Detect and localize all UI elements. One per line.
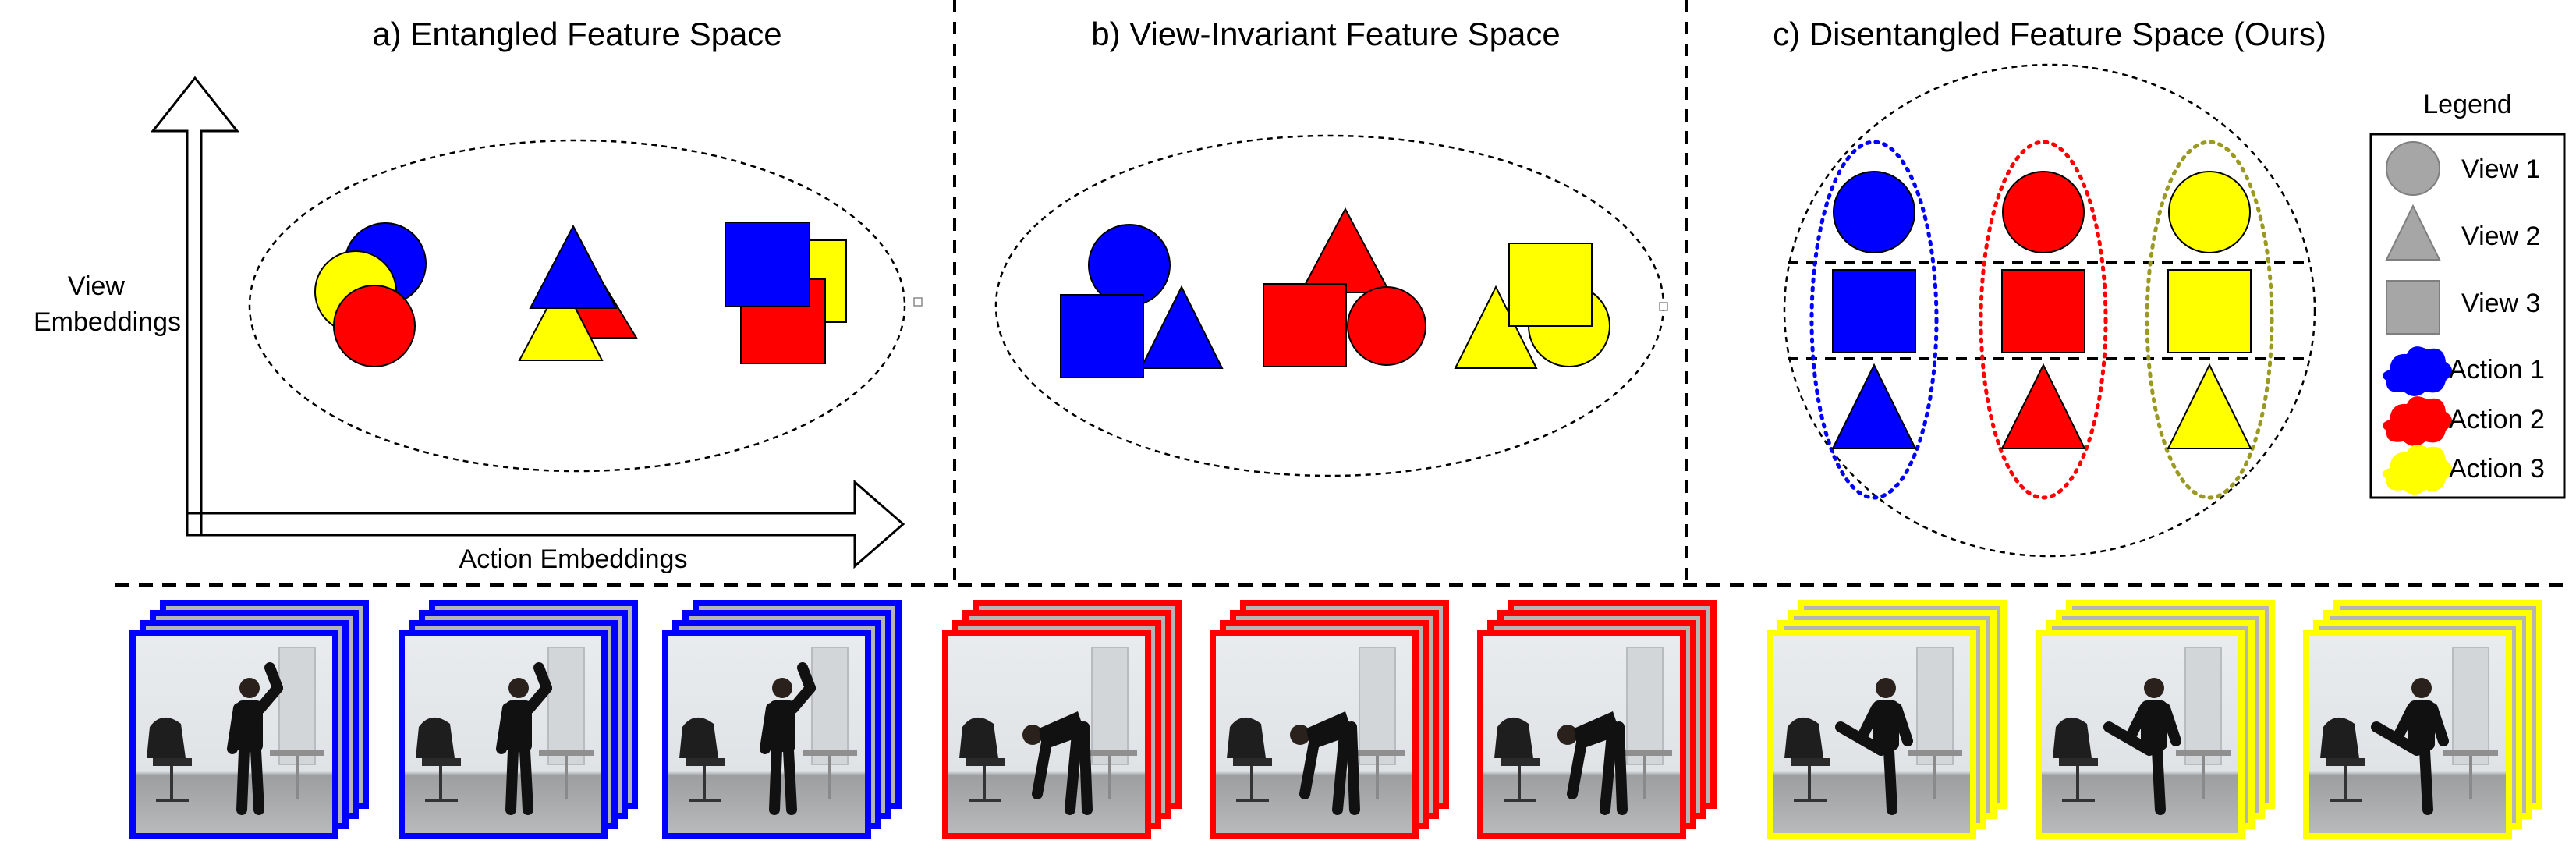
video-frame [399, 630, 608, 839]
entangled-circles [314, 222, 427, 367]
legend-action-3-label: Action 3 [2449, 454, 2545, 484]
entangled-squares [725, 222, 847, 364]
action-2-column-boundary [1979, 140, 2108, 500]
frame-stack [1477, 600, 1717, 839]
square-action-2 [2001, 269, 2085, 353]
video-frame [942, 630, 1151, 839]
video-frame-stacks [129, 600, 2542, 839]
legend-action-2-label: Action 2 [2449, 405, 2545, 434]
action-2-column [2000, 171, 2086, 449]
video-frame [2036, 630, 2245, 839]
square-action-3 [1508, 243, 1593, 327]
x-axis-label: Action Embeddings [459, 544, 688, 574]
legend-action-3-icon [2382, 445, 2452, 495]
legend-view-1-icon [2386, 141, 2440, 196]
frame-stack [942, 600, 1182, 839]
disentangled-cluster-boundary [1783, 63, 2316, 558]
frame-stack [662, 600, 902, 839]
resize-handle-a [913, 297, 923, 307]
circle-action-1 [1088, 224, 1171, 307]
frame-stack [2036, 600, 2275, 839]
triangle-action-3 [2167, 363, 2252, 449]
action-3-column [2167, 171, 2252, 449]
legend-view-2-label: View 2 [2461, 222, 2540, 251]
action-axis-arrow [186, 479, 905, 569]
y-axis-label-line1: View [68, 271, 126, 301]
legend-action-1-icon [2382, 346, 2452, 396]
legend-view-3-label: View 3 [2461, 289, 2540, 318]
circle-action-1 [1833, 171, 1915, 253]
circle-action-2 [333, 285, 416, 367]
square-action-3 [2167, 269, 2252, 353]
legend-view-2-icon [2385, 204, 2441, 261]
action-1-column-boundary [1809, 140, 1939, 500]
triangle-action-1 [1831, 363, 1917, 449]
entangled-cluster-boundary [248, 139, 906, 473]
panel-c-title: c) Disentangled Feature Space (Ours) [1773, 16, 2326, 52]
legend-action-1-label: Action 1 [2449, 355, 2545, 385]
circle-action-2 [2002, 171, 2085, 253]
frame-stack [129, 600, 369, 839]
legend-view-1-label: View 1 [2461, 154, 2540, 184]
triangle-action-3 [518, 278, 604, 361]
legend-title: Legend [2423, 90, 2511, 119]
legend-action-2-icon [2382, 396, 2452, 446]
frame-stack [2303, 600, 2542, 839]
video-frame [1767, 630, 1976, 839]
video-frame [1210, 630, 1419, 839]
y-axis-label-line2: Embeddings [34, 307, 181, 337]
legend: Legend View 1 View 2 View 3 Action 1 Act… [2369, 90, 2566, 499]
entangled-triangles [518, 224, 638, 361]
circle-action-3 [2168, 171, 2251, 253]
resize-handle-b [1659, 302, 1668, 311]
action-3-group [1454, 243, 1610, 369]
square-action-1 [725, 222, 810, 307]
triangle-action-3 [1454, 285, 1538, 369]
frame-stack [399, 600, 638, 839]
square-action-1 [1060, 294, 1144, 378]
video-frame [129, 630, 338, 839]
axis-origin [186, 512, 203, 537]
video-frame [1477, 630, 1686, 839]
triangle-action-1 [529, 224, 618, 309]
frame-stack [1210, 600, 1449, 839]
square-action-1 [1832, 269, 1916, 353]
circle-action-2 [1347, 286, 1426, 366]
action-3-column-boundary [2145, 140, 2274, 500]
triangle-action-2 [2000, 363, 2086, 449]
action-1-column [1831, 171, 1917, 449]
video-frame [2303, 630, 2512, 839]
legend-view-3-icon [2386, 280, 2440, 335]
triangle-action-2 [1299, 207, 1391, 293]
panel-a-title: a) Entangled Feature Space [372, 16, 781, 52]
triangle-action-1 [1139, 285, 1224, 369]
action-2-group [1263, 207, 1426, 367]
square-action-2 [1263, 283, 1347, 367]
action-1-group [1060, 224, 1224, 378]
video-frame [662, 630, 871, 839]
panel-b-title: b) View-Invariant Feature Space [1091, 16, 1561, 52]
frame-stack [1767, 600, 2007, 839]
view-axis-arrow [150, 76, 240, 520]
